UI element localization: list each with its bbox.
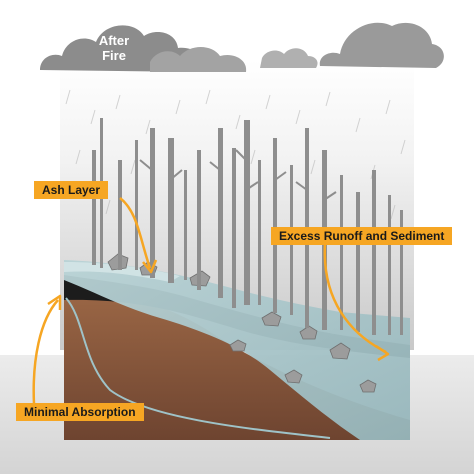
- cloud-middle: [150, 47, 247, 72]
- runoff-arrowhead: [375, 344, 390, 362]
- after-fire-title: After Fire: [82, 33, 146, 63]
- absorption-arrow: [32, 299, 59, 405]
- annotation-arrows: [32, 197, 390, 405]
- ash-layer-label: Ash Layer: [34, 181, 109, 199]
- absorption-arrowhead: [47, 294, 62, 310]
- rain-streaks: [65, 89, 406, 220]
- title-line-2: Fire: [102, 48, 126, 63]
- title-line-1: After: [98, 33, 130, 48]
- cloud-group: [40, 22, 444, 72]
- ash-layer-arrow: [119, 197, 152, 269]
- runoff-arrow: [323, 243, 387, 354]
- minimal-absorption-label: Minimal Absorption: [16, 403, 144, 421]
- infiltration-line: [65, 297, 331, 439]
- runoff-water: [64, 260, 410, 440]
- cloud-right-small: [260, 48, 318, 68]
- excess-runoff-label: Excess Runoff and Sediment: [271, 227, 453, 245]
- tree-branches: [139, 149, 337, 201]
- cloud-right: [319, 22, 444, 69]
- ash-layer-arrowhead: [142, 259, 158, 274]
